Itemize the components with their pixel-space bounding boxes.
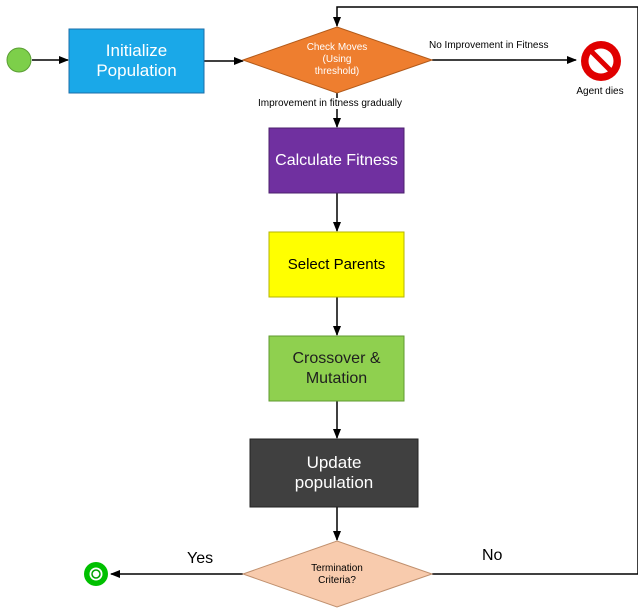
end-node	[84, 562, 108, 586]
stop-icon	[581, 41, 621, 81]
no-improvement-label: No Improvement in Fitness	[429, 40, 549, 51]
update-population-box	[249, 438, 419, 508]
select-parents-box	[268, 231, 405, 298]
select-parents-label: Select Parents	[287, 255, 386, 273]
initialize-label: Initialize Population	[96, 40, 177, 80]
start-node	[6, 47, 32, 73]
agent-dies-label: Agent dies	[576, 86, 624, 97]
arrow-termination-no-loop	[333, 6, 638, 575]
calculate-fitness-box	[268, 127, 405, 194]
initialize-box	[68, 28, 205, 94]
no-label: No	[482, 547, 503, 564]
connectors	[32, 6, 638, 578]
check-moves-label: Check Moves (Using threshold)	[306, 42, 368, 77]
yes-label: Yes	[187, 550, 214, 567]
crossover-mutation-box	[268, 335, 405, 402]
update-population-label: Update population	[294, 452, 374, 492]
check-moves-diamond	[241, 26, 434, 94]
termination-diamond	[241, 540, 434, 608]
crossover-mutation-label: Crossover & Mutation	[292, 350, 381, 387]
termination-label: Termination Criteria?	[311, 563, 363, 586]
improvement-label: Improvement in fitness gradually	[258, 98, 402, 109]
calculate-fitness-label: Calculate Fitness	[275, 151, 398, 169]
